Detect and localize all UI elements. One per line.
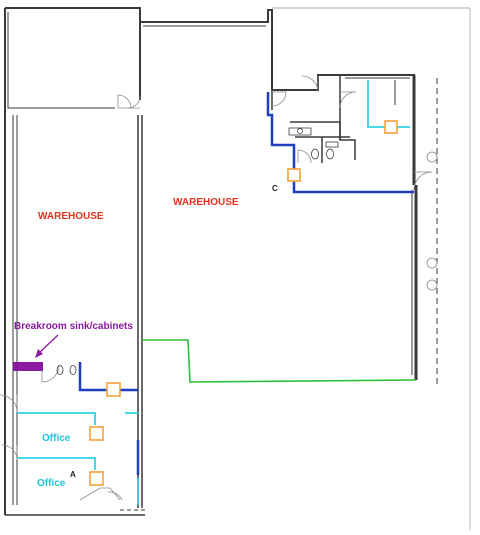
blue-walls [78,92,414,475]
wall-top-left-inner [7,12,115,109]
office-lower-label: Office [37,478,66,489]
breakroom-cabinet-block [13,362,43,371]
wall-divider-left [137,115,143,390]
counter-icon [288,127,312,136]
door-swing-icon [339,91,357,109]
junction-box-icon [89,471,104,486]
cyan-walls [17,80,410,505]
wall-top-middle [139,9,273,90]
door-swing-icon [297,149,312,164]
outer-walls [4,7,471,530]
wall-left-column [12,115,18,505]
door-swing-icon [1,444,18,461]
marker-c-label: C [272,184,278,193]
wall-office-corridor [290,121,356,160]
door-swings [0,75,433,501]
door-swing-icon [271,91,287,107]
junction-boxes [89,120,398,486]
breakroom-label: Breakroom sink/cabinets [14,321,133,332]
exterior-columns [426,151,438,291]
door-swing-icon [107,491,123,501]
column-icon [426,257,438,269]
toilet-icon [56,365,64,375]
sink-icon [297,128,303,134]
column-icon [426,279,438,291]
sink-icon [69,365,77,375]
cyan-wall-office-divider [17,457,96,470]
green-boundary-line [142,339,417,383]
door-swing-icon [301,75,319,93]
restroom-fixtures [56,127,339,375]
warehouse-right-label: WAREHOUSE [173,197,239,208]
arrow-icon [35,349,43,358]
door-swing-icon [127,95,141,109]
door-swing-icon [413,171,433,191]
wall-top-left-block [4,7,141,515]
counter-icon [325,141,339,148]
toilet-icon [326,148,334,160]
cyan-wall-office-upper [17,412,96,425]
junction-box-icon [89,426,104,441]
office-block-interior [271,75,410,163]
wall-office-block-top [272,74,415,91]
cyan-wall-top-right-office [367,80,410,128]
arrow-icon [37,334,59,355]
junction-box-icon [106,382,121,397]
column-icon [426,151,438,163]
junction-box-icon [384,120,398,134]
door-swing-icon [79,487,121,501]
door-swing-icon [0,394,18,413]
door-swing-icon [41,364,60,383]
toilet-icon [311,148,319,160]
junction-box-icon [287,168,301,182]
office-upper-label: Office [42,433,71,444]
warehouse-left-label: WAREHOUSE [38,211,104,222]
marker-a-label: A [70,470,76,479]
blue-wall-office-left [266,92,414,194]
door-swing-icon [117,94,132,109]
